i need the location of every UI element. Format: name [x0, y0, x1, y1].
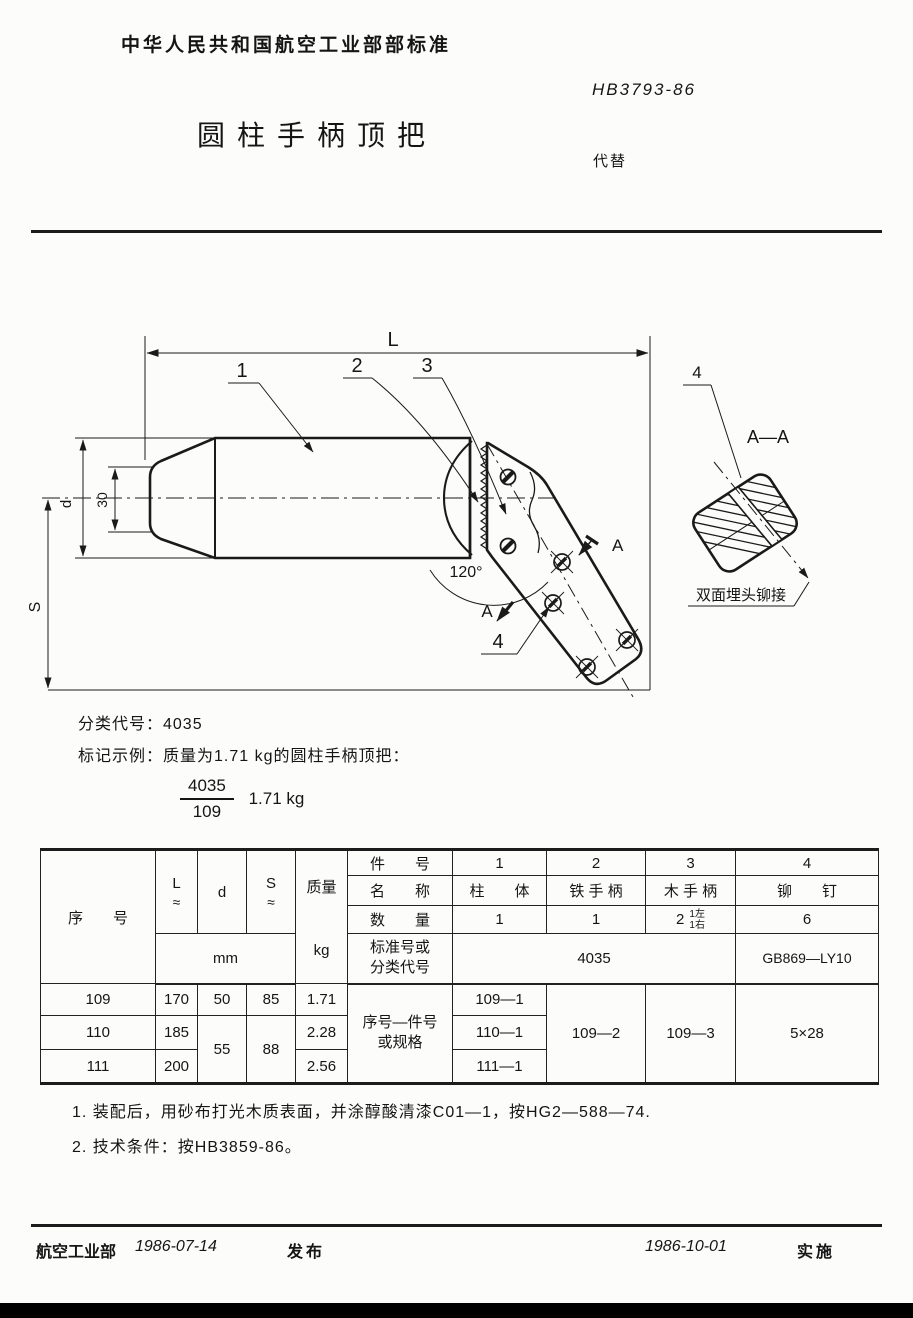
ferrule-curve [442, 440, 473, 556]
table-cell: 110—1 [452, 1015, 547, 1050]
part-4-label: 4 [492, 631, 503, 653]
serrated-edge [479, 444, 489, 550]
part-name-cell: 柱 体 [452, 875, 547, 906]
table-cell: 88 [246, 1015, 296, 1084]
table-cell: 110 [40, 1015, 156, 1050]
th-L: L≈ [155, 849, 198, 934]
table-cell: 109—1 [452, 983, 547, 1016]
part-name-cell: 木 手 柄 [645, 875, 736, 906]
dim-L-label: L [387, 329, 398, 351]
cylinder-body-outline [148, 436, 472, 560]
table-row: 110 185 55 88 2.28 110—1 [40, 1015, 879, 1084]
table-row: 111 200 2.56 111—1 [40, 1049, 879, 1084]
part-no-cell: 2 [546, 849, 646, 876]
std-code-cell: 4035 [452, 933, 736, 985]
scan-bottom-edge [0, 1303, 913, 1318]
dim-30-label: 30 [94, 492, 110, 508]
part-name-cell: 铆 钉 [735, 875, 879, 906]
document-title: 圆柱手柄顶把 [197, 120, 438, 151]
table-cell: 85 [246, 983, 296, 1016]
th-standard-code: 标准号或 分类代号 [347, 933, 453, 985]
qty-cell: 1 [546, 905, 646, 934]
section-part-4-label: 4 [692, 363, 701, 382]
table-cell: 170 [155, 983, 198, 1016]
th-S: S≈ [246, 849, 296, 934]
table-cell: 109—2 [546, 983, 646, 1084]
table-cell: 185 [155, 1015, 198, 1050]
footer-implementation-date: 1986-10-01 [645, 1238, 727, 1255]
th-serial: 序 号 [40, 849, 156, 984]
th-name: 名 称 [347, 875, 453, 906]
rivet-hole [575, 655, 599, 679]
footer-issuer: 航空工业部 [36, 1244, 117, 1261]
rivet-hole [550, 550, 574, 574]
table-cell: 109 [40, 983, 156, 1016]
rivet-note: 双面埋头铆接 [696, 587, 786, 604]
rivet-band [726, 485, 784, 548]
table-cell: 55 [197, 1015, 247, 1084]
qty-cell: 6 [735, 905, 879, 934]
table-cell: 111 [40, 1049, 156, 1084]
top-divider [31, 230, 882, 233]
marking-example-line: 标记示例：质量为1.71 kg的圆柱手柄顶把： [78, 748, 410, 765]
handle-strap-outline [485, 441, 643, 686]
th-mm: mm [155, 933, 296, 985]
marking-fraction: 4035 109 1.71 kg [180, 776, 304, 822]
footer-issue-date: 1986-07-14 [135, 1238, 217, 1255]
section-view [688, 473, 802, 573]
technical-drawing: L d 30 S 1 2 3 4 120° A A 4 A—A 双面埋头铆接 [27, 329, 810, 698]
note-1: 1. 装配后，用砂布打光木质表面，并涂醇酸清漆C01—1，按HG2—588—74… [72, 1104, 651, 1121]
parts-table: 序 号 L≈ d S≈ 质量 kg 件 号 1 2 3 4 名 称 柱 体 [40, 848, 879, 1085]
table-cell: 2.56 [295, 1049, 348, 1084]
table-cell: 109—3 [645, 983, 736, 1084]
th-qty: 数 量 [347, 905, 453, 934]
slotted-screw [499, 537, 517, 555]
table-cell: 2.28 [295, 1015, 348, 1050]
slotted-screw [499, 468, 517, 486]
dim-S-label: S [27, 602, 44, 613]
section-view-title: A—A [747, 427, 789, 447]
spec-label-cell: 序号—件号 或规格 [347, 983, 453, 1084]
bottom-divider [31, 1224, 882, 1227]
part-name-cell: 铁 手 柄 [546, 875, 646, 906]
rivet-hole [541, 591, 565, 615]
footer-publish-label: 发布 [287, 1244, 326, 1261]
section-arrow-A-upper: A [612, 536, 624, 555]
part-no-cell: 3 [645, 849, 736, 876]
rivet-hole [615, 628, 639, 652]
part-no-cell: 1 [452, 849, 547, 876]
angle-arc [429, 569, 549, 606]
fraction-denominator: 109 [192, 802, 222, 821]
standard-number: HB3793-86 [592, 80, 697, 99]
table-cell: 1.71 [295, 983, 348, 1016]
table-cell: 5×28 [735, 983, 879, 1084]
table-cell: 111—1 [452, 1049, 547, 1084]
standard-body-label: 中华人民共和国航空工业部部标准 [121, 35, 452, 56]
qty-cell: 1 [452, 905, 547, 934]
footer-implement-label: 实施 [797, 1244, 836, 1261]
dim-d-label: d [58, 500, 75, 508]
th-d: d [197, 849, 247, 934]
drawing-linework [42, 336, 810, 698]
table-cell: 200 [155, 1049, 198, 1084]
angle-120-label: 120° [449, 564, 482, 581]
part-3-label: 3 [421, 355, 432, 377]
classification-code-line: 分类代号：4035 [78, 716, 203, 733]
part-1-label: 1 [236, 360, 247, 382]
fraction-numerator: 4035 [180, 776, 234, 800]
note-2: 2. 技术条件：按HB3859-86。 [72, 1139, 302, 1156]
th-part-no: 件 号 [347, 849, 453, 876]
table-row: 109 170 50 85 1.71 序号—件号 或规格 109—1 109—2… [40, 983, 879, 1084]
fraction-suffix: 1.71 kg [248, 789, 305, 808]
table-cell: 50 [197, 983, 247, 1016]
section-arrow-A-lower: A [481, 602, 493, 621]
part-no-cell: 4 [735, 849, 879, 876]
supersedes-label: 代替 [593, 153, 628, 170]
part-2-label: 2 [351, 355, 362, 377]
th-mass: 质量 kg [295, 849, 348, 984]
std-code-cell: GB869—LY10 [735, 933, 879, 985]
